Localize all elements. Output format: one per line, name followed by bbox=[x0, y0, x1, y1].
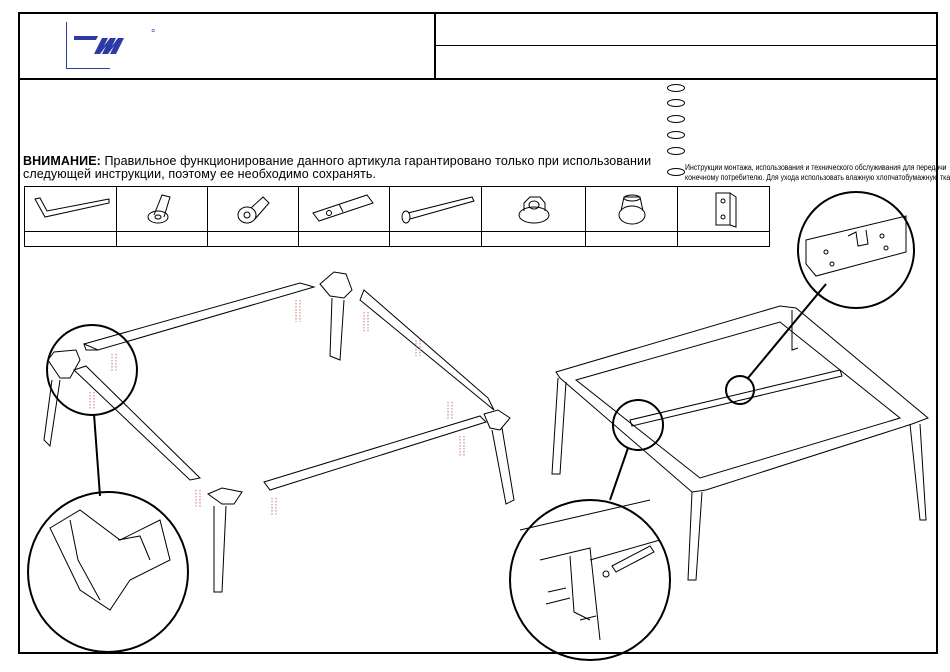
angle-bracket-icon bbox=[715, 192, 736, 228]
page-frame bbox=[18, 12, 938, 654]
hex-key-icon bbox=[33, 197, 109, 218]
countersunk-bolt-icon bbox=[147, 194, 171, 224]
part-cell-angle-bracket bbox=[677, 186, 770, 232]
oval-mark bbox=[667, 168, 685, 176]
info-note-line2: конечному потребителю. Для ухода использ… bbox=[685, 173, 950, 182]
info-note: Инструкции монтажа, использования и техн… bbox=[685, 163, 950, 183]
warning-text: ВНИМАНИЕ: Правильное функционирование да… bbox=[23, 155, 673, 181]
parts-count-row bbox=[24, 231, 770, 247]
oval-mark bbox=[667, 147, 685, 155]
threaded-sleeve-icon bbox=[312, 194, 374, 222]
parts-icons-row bbox=[24, 186, 770, 232]
header-title-divider bbox=[434, 45, 938, 46]
part-cell-flange-nut bbox=[481, 186, 586, 232]
warning-line1: Правильное функционирование данного арти… bbox=[100, 154, 652, 168]
oval-mark bbox=[667, 99, 685, 107]
part-cell-long-bolt bbox=[389, 186, 482, 232]
info-note-line1: Инструкции монтажа, использования и техн… bbox=[685, 163, 947, 172]
registered-mark: ° bbox=[151, 28, 156, 40]
oval-mark bbox=[667, 131, 685, 139]
flange-nut-icon bbox=[518, 196, 549, 224]
parts-table bbox=[24, 186, 770, 247]
flat-head-bolt-icon bbox=[237, 196, 270, 224]
warning-line2: следующей инструкции, поэтому ее необход… bbox=[23, 167, 377, 181]
cap-nut-icon bbox=[618, 194, 645, 225]
oval-mark bbox=[667, 115, 685, 123]
oval-mark bbox=[667, 84, 685, 92]
logo-mark-icon bbox=[74, 36, 124, 54]
part-cell-flat-head-bolt bbox=[207, 186, 299, 232]
part-cell-threaded-sleeve bbox=[298, 186, 390, 232]
assembled-table-illustration bbox=[509, 191, 929, 661]
exploded-frame-illustration bbox=[27, 271, 515, 653]
long-bolt-icon bbox=[401, 196, 475, 224]
warning-label: ВНИМАНИЕ: bbox=[23, 154, 101, 168]
brand-logo bbox=[66, 22, 110, 69]
part-count bbox=[677, 231, 770, 247]
header-divider bbox=[18, 78, 938, 80]
